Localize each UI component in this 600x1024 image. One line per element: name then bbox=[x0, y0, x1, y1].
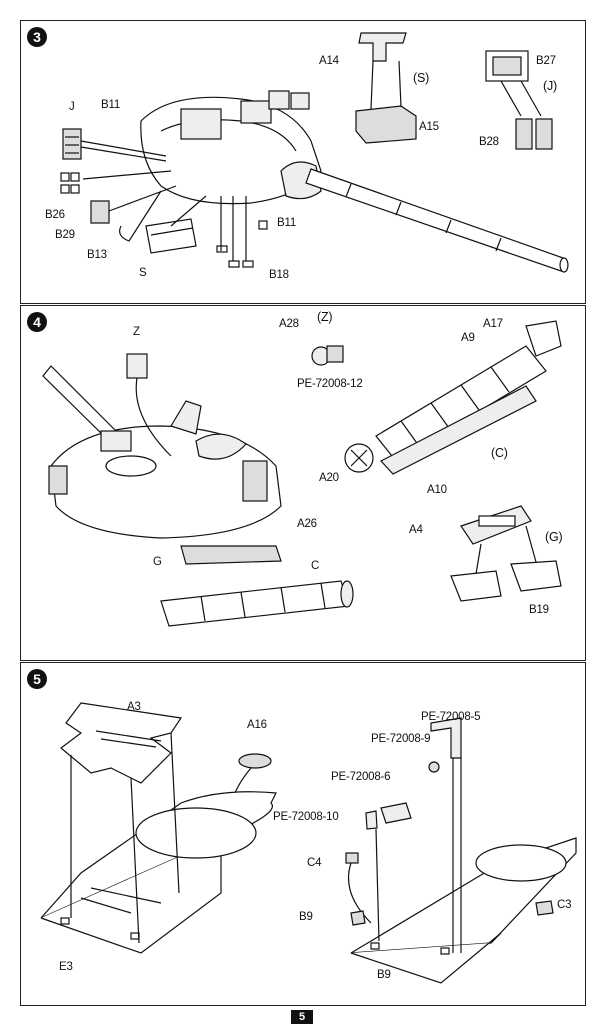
label-group-g: (G) bbox=[545, 530, 563, 544]
step-number: 4 bbox=[27, 312, 47, 332]
label-b19: B19 bbox=[529, 604, 549, 616]
label-c: C bbox=[311, 560, 320, 572]
label-a26: A26 bbox=[297, 518, 317, 530]
label-a10: A10 bbox=[427, 484, 447, 496]
label-b26: B26 bbox=[45, 209, 65, 221]
label-a9: A9 bbox=[461, 332, 475, 344]
step-number: 5 bbox=[27, 669, 47, 689]
label-b28: B28 bbox=[479, 136, 499, 148]
label-a15: A15 bbox=[419, 121, 439, 133]
label-group-s: (S) bbox=[413, 71, 430, 85]
label-a16: A16 bbox=[247, 719, 267, 731]
label-b9-a: B9 bbox=[299, 911, 313, 923]
label-group-j: (J) bbox=[543, 79, 557, 93]
label-b29: B29 bbox=[55, 229, 75, 241]
label-c3: C3 bbox=[557, 899, 572, 911]
label-a4: A4 bbox=[409, 524, 423, 536]
step-4-panel: 4 bbox=[20, 305, 586, 661]
label-a17: A17 bbox=[483, 318, 503, 330]
label-a20: A20 bbox=[319, 472, 339, 484]
label-pe-72008-6: PE-72008-6 bbox=[331, 771, 391, 783]
label-g: G bbox=[153, 556, 162, 568]
label-group-z: (Z) bbox=[317, 310, 333, 324]
label-e3: E3 bbox=[59, 961, 73, 973]
label-a28: A28 bbox=[279, 318, 299, 330]
label-b9-b: B9 bbox=[377, 969, 391, 981]
label-pe-72008-12: PE-72008-12 bbox=[297, 378, 363, 390]
step-3-illustration bbox=[60, 32, 569, 273]
label-group-c: (C) bbox=[491, 446, 508, 460]
label-j: J bbox=[69, 101, 75, 113]
label-b27: B27 bbox=[536, 55, 556, 67]
step-4-illustration bbox=[42, 320, 562, 627]
page-number: 5 bbox=[291, 1010, 313, 1024]
label-c4: C4 bbox=[307, 857, 322, 869]
label-b18: B18 bbox=[269, 269, 289, 281]
label-b11-bottom: B11 bbox=[277, 217, 297, 229]
step-3-panel: 3 bbox=[20, 20, 586, 304]
step-5-illustration bbox=[40, 702, 577, 984]
step-number: 3 bbox=[27, 27, 47, 47]
label-a3: A3 bbox=[127, 701, 141, 713]
label-b13: B13 bbox=[87, 249, 107, 261]
label-b11-top: B11 bbox=[101, 99, 121, 111]
label-pe-72008-5: PE-72008-5 bbox=[421, 711, 481, 723]
step-5-panel: 5 bbox=[20, 662, 586, 1006]
label-s: S bbox=[139, 267, 147, 279]
label-pe-72008-10: PE-72008-10 bbox=[273, 811, 339, 823]
label-pe-72008-9: PE-72008-9 bbox=[371, 733, 431, 745]
label-z: Z bbox=[133, 326, 140, 338]
label-a14: A14 bbox=[319, 55, 339, 67]
